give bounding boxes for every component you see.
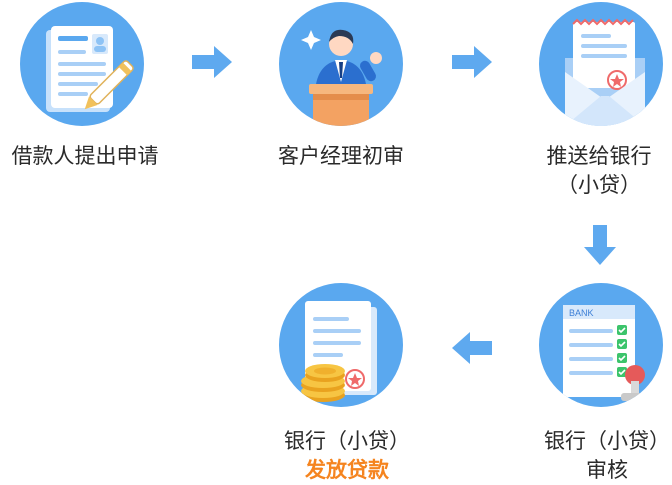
step-apply-label-line1: 借款人提出申请 (11, 144, 159, 168)
step-apply-label: 借款人提出申请 (0, 142, 170, 171)
step-bank-audit-label: 银行（小贷） 审核 (522, 427, 672, 485)
bank-stamp-text: BANK (569, 308, 594, 318)
arrow-left-icon (452, 332, 492, 364)
step-bank-audit-label-line2: 审核 (586, 458, 628, 482)
document-coins-icon (301, 301, 377, 402)
step-review-label: 客户经理初审 (256, 142, 426, 171)
arrow-right-icon (452, 46, 492, 78)
review-circle (279, 2, 403, 126)
arrow-down-icon (584, 225, 616, 265)
apply-circle (20, 2, 144, 126)
step-review-label-line1: 客户经理初审 (278, 144, 404, 168)
application-form-pen-icon (46, 26, 134, 112)
step-push-bank-label-line2: （小贷） (557, 173, 641, 197)
step-push-bank-label: 推送给银行 （小贷） (514, 142, 672, 200)
step-bank-audit-label-line1: 银行（小贷） (544, 429, 670, 453)
push-bank-circle (539, 2, 663, 126)
step-disburse-label-line2: 发放贷款 (305, 458, 389, 482)
step-push-bank-label-line1: 推送给银行 (546, 144, 652, 168)
disburse-circle (279, 283, 403, 407)
bank-checklist-stamp-icon: BANK (563, 305, 649, 401)
envelope-letter-icon (565, 18, 645, 126)
step-disburse-label: 银行（小贷） 发放贷款 (262, 427, 432, 485)
arrow-right-icon (192, 46, 232, 78)
manager-at-podium-icon (301, 29, 382, 126)
bank-audit-circle: BANK (539, 283, 663, 407)
step-disburse-label-line1: 银行（小贷） (284, 429, 410, 453)
